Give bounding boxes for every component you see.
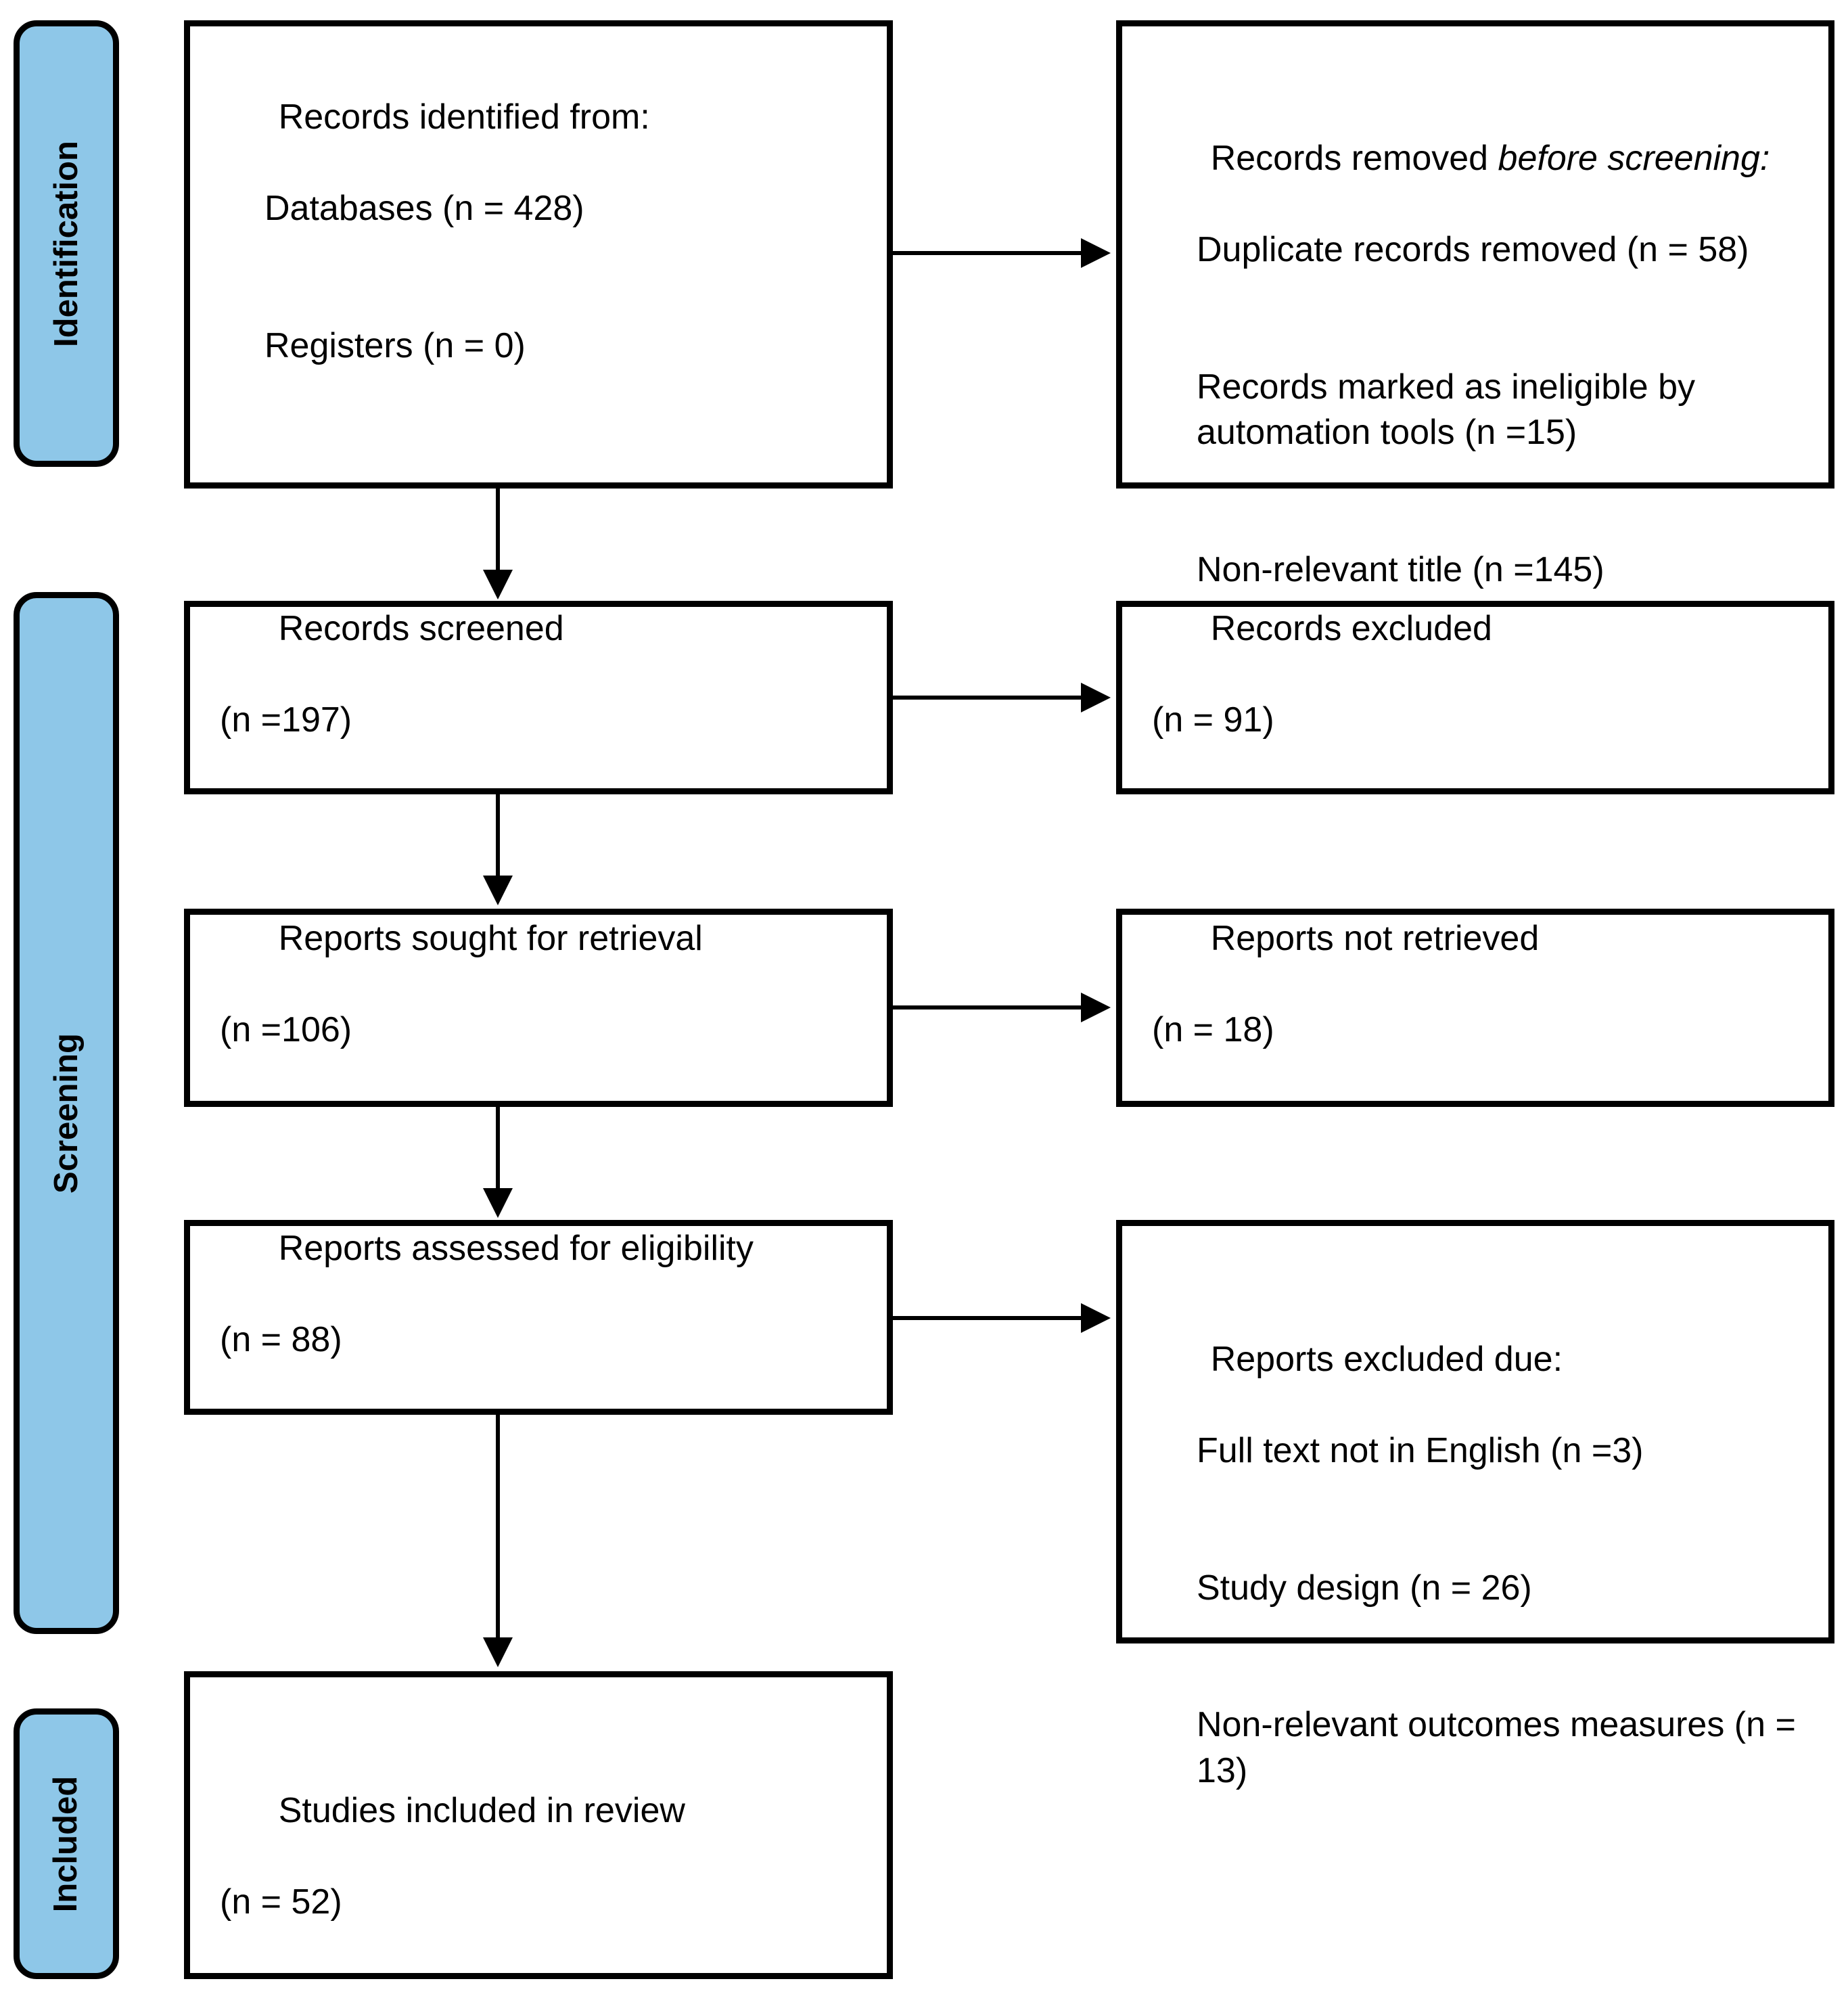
box-reports-sought: Reports sought for retrieval (n =106) xyxy=(184,909,893,1107)
connector-assessed-to-included-line xyxy=(496,1415,500,1641)
records-removed-item-0: Duplicate records removed (n = 58) xyxy=(1197,229,1749,269)
records-removed-title-plain: Records removed xyxy=(1210,138,1498,178)
box-records-removed: Records removed before screening: Duplic… xyxy=(1116,20,1834,589)
records-excluded-text: Records excluded (n = 91) xyxy=(1152,560,1812,835)
reports-excluded-title: Reports excluded due: xyxy=(1210,1339,1563,1379)
connector-assessed-to-excluded-line xyxy=(893,1316,1081,1320)
connector-sought-to-not-retrieved-arrow xyxy=(1081,993,1111,1022)
connector-screened-to-sought-line xyxy=(496,794,500,880)
records-removed-item-1: Records marked as ineligible by automati… xyxy=(1197,367,1705,453)
reports-excluded-item-2: Non-relevant outcomes measures (n = 13) xyxy=(1197,1705,1806,1790)
box-records-excluded: Records excluded (n = 91) xyxy=(1116,601,1834,794)
stage-bar-included: Included xyxy=(14,1708,119,1979)
records-removed-title-colon: : xyxy=(1759,138,1770,178)
reports-not-retrieved-count: (n = 18) xyxy=(1152,1010,1274,1050)
stage-bar-screening: Screening xyxy=(14,592,119,1634)
records-removed-item-2: Non-relevant title (n =145) xyxy=(1197,549,1604,589)
records-screened-title: Records screened xyxy=(278,608,564,648)
records-screened-count: (n =197) xyxy=(220,700,352,740)
connector-identified-to-removed-line xyxy=(893,251,1081,255)
stage-label-screening: Screening xyxy=(47,1033,85,1194)
reports-sought-count: (n =106) xyxy=(220,1010,352,1050)
records-excluded-count: (n = 91) xyxy=(1152,700,1274,740)
reports-excluded-item-1: Study design (n = 26) xyxy=(1197,1568,1532,1608)
reports-excluded-text: Reports excluded due: Full text not in E… xyxy=(1152,1291,1816,1886)
connector-sought-to-not-retrieved-line xyxy=(893,1005,1081,1010)
connector-identified-to-screened-arrow xyxy=(483,570,513,599)
box-records-identified: Records identified from: Databases (n = … xyxy=(184,20,893,489)
records-identified-item-0: Databases (n = 428) xyxy=(264,188,584,228)
box-studies-included: Studies included in review (n = 52) xyxy=(184,1671,893,1979)
reports-not-retrieved-title: Reports not retrieved xyxy=(1210,919,1540,959)
connector-identified-to-removed-arrow xyxy=(1081,238,1111,268)
connector-screened-to-sought-arrow xyxy=(483,876,513,905)
records-excluded-title: Records excluded xyxy=(1210,608,1492,648)
connector-assessed-to-included-arrow xyxy=(483,1637,513,1667)
box-records-screened: Records screened (n =197) xyxy=(184,601,893,794)
stage-bar-identification: Identification xyxy=(14,20,119,467)
connector-identified-to-screened-line xyxy=(496,489,500,574)
records-screened-text: Records screened (n =197) xyxy=(220,560,871,835)
reports-excluded-item-0: Full text not in English (n =3) xyxy=(1197,1430,1644,1470)
records-identified-title: Records identified from: xyxy=(278,97,650,137)
reports-not-retrieved-text: Reports not retrieved (n = 18) xyxy=(1152,871,1812,1146)
connector-screened-to-excluded-arrow xyxy=(1081,683,1111,712)
reports-sought-text: Reports sought for retrieval (n =106) xyxy=(220,871,871,1146)
stage-label-identification: Identification xyxy=(47,140,85,347)
reports-assessed-count: (n = 88) xyxy=(220,1320,342,1359)
connector-assessed-to-excluded-arrow xyxy=(1081,1303,1111,1333)
connector-screened-to-excluded-line xyxy=(893,696,1081,700)
reports-assessed-title: Reports assessed for eligibility xyxy=(278,1228,754,1268)
records-removed-text: Records removed before screening: Duplic… xyxy=(1152,90,1816,685)
records-identified-item-1: Registers (n = 0) xyxy=(264,325,526,365)
box-reports-excluded: Reports excluded due: Full text not in E… xyxy=(1116,1220,1834,1790)
reports-sought-title: Reports sought for retrieval xyxy=(278,919,703,959)
connector-sought-to-assessed-arrow xyxy=(483,1188,513,1218)
connector-sought-to-assessed-line xyxy=(496,1107,500,1192)
studies-included-title: Studies included in review xyxy=(278,1790,685,1830)
records-removed-title-italic: before screening xyxy=(1498,138,1760,178)
box-reports-not-retrieved: Reports not retrieved (n = 18) xyxy=(1116,909,1834,1107)
reports-assessed-text: Reports assessed for eligibility (n = 88… xyxy=(220,1180,871,1455)
records-identified-text: Records identified from: Databases (n = … xyxy=(220,49,871,460)
stage-label-included: Included xyxy=(47,1775,85,1912)
studies-included-count: (n = 52) xyxy=(220,1882,342,1922)
box-reports-assessed: Reports assessed for eligibility (n = 88… xyxy=(184,1220,893,1415)
studies-included-text: Studies included in review (n = 52) xyxy=(220,1742,871,1996)
records-removed-title: Records removed before screening: xyxy=(1211,139,1770,178)
